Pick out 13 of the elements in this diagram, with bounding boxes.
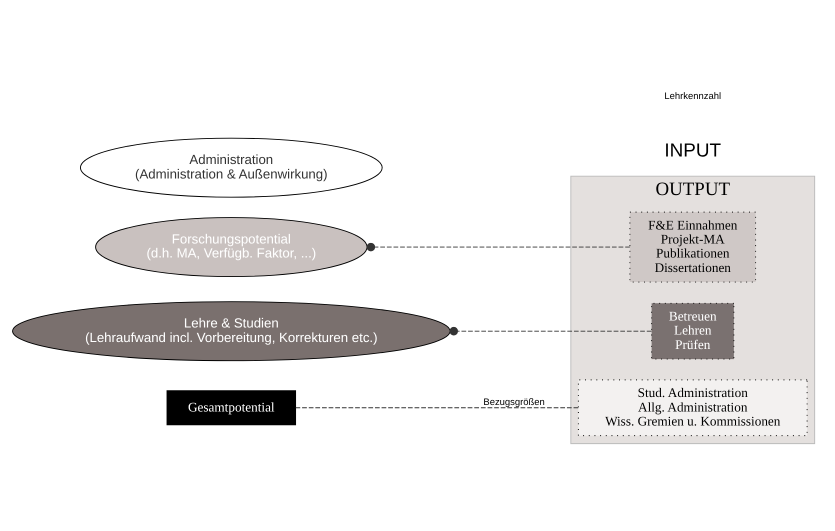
- connector: [366, 242, 630, 252]
- node-box: Stud. Administration Allg. Administration Wiss. Gremien u. Kommissionen: [578, 379, 808, 436]
- node-box: Betreuen Lehren Prüfen: [651, 302, 734, 360]
- edge-label: Bezugsgrößen: [483, 396, 545, 408]
- label: INPUT: [664, 140, 722, 162]
- connector: [450, 326, 652, 336]
- node-ellipse: Lehre & Studien (Lehraufwand incl. Vorbereitung, Korrekturen etc.): [12, 301, 451, 362]
- label: Lehrkennzahl: [664, 91, 722, 102]
- node-ellipse: Forschungspotential (d.h. MA, Verfügb. Faktor, ...): [95, 217, 368, 278]
- node-box: Gesamtpotential: [166, 390, 296, 426]
- node-box: F&E Einnahmen Projekt-MA Publikationen Dissertationen: [629, 212, 756, 283]
- node-ellipse: Administration (Administration & Außenwirkung): [80, 138, 383, 198]
- connector: [295, 407, 579, 408]
